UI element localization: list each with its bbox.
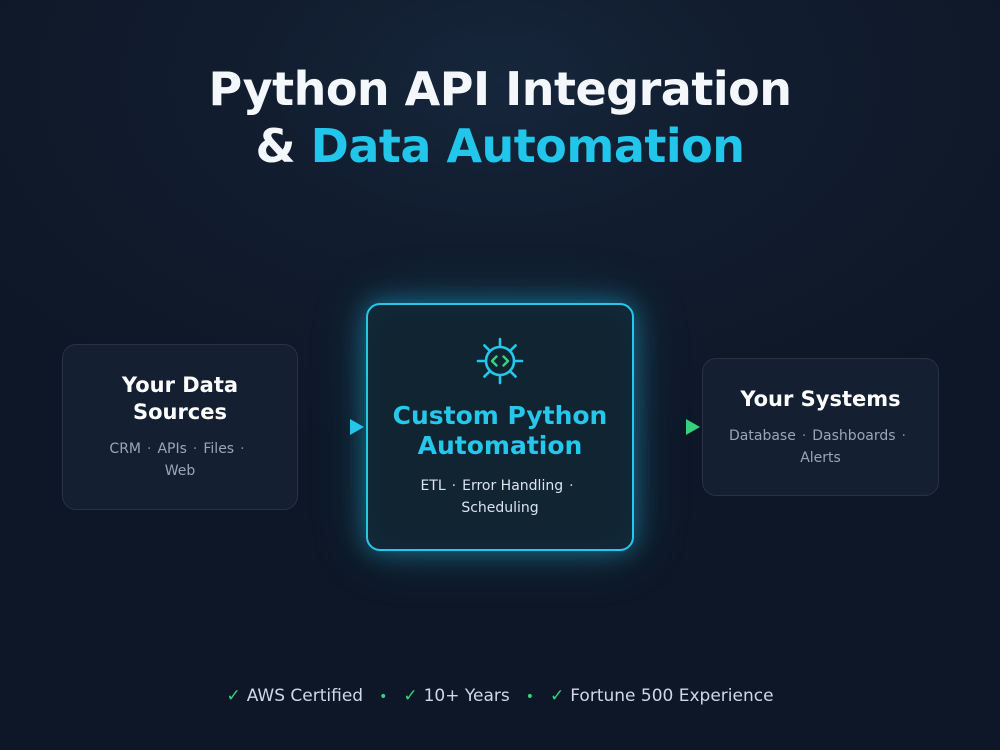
tag-item: CRM xyxy=(109,441,142,457)
tag-item: APIs xyxy=(157,441,187,457)
your-systems-tags: Database · Dashboards · Alerts xyxy=(699,425,942,469)
your-systems-card: Your Systems Database · Dashboards · Alerts xyxy=(702,358,939,496)
tag-item: Alerts xyxy=(800,449,841,466)
credentials-bar: ✓AWS Certified•✓10+ Years•✓Fortune 500 E… xyxy=(0,684,1000,709)
badge-fortune: ✓Fortune 500 Experience xyxy=(550,686,774,706)
tag-separator: · xyxy=(451,478,457,494)
automation-heading: Custom Python Automation xyxy=(393,401,608,461)
automation-tags: ETL·Error Handling·Scheduling xyxy=(390,475,609,519)
check-icon: ✓ xyxy=(226,686,241,706)
tag-item: Files xyxy=(203,441,235,457)
page-title-line-2: & Data Automation xyxy=(0,117,1000,175)
check-icon: ✓ xyxy=(403,686,418,706)
badge-label: AWS Certified xyxy=(246,686,364,706)
bullet-separator: • xyxy=(379,689,388,705)
tag-separator: · xyxy=(240,441,245,457)
your-systems-heading: Your Systems xyxy=(740,386,901,411)
tag-item: Scheduling xyxy=(461,500,539,516)
badge-label: 10+ Years xyxy=(423,686,510,706)
tag-separator: · xyxy=(147,441,152,457)
tag-separator: · xyxy=(801,427,807,444)
tag-item: Dashboards xyxy=(812,427,896,444)
gear-code-icon xyxy=(476,337,524,385)
tag-separator: · xyxy=(192,441,198,457)
data-sources-heading-line-1: Your Data xyxy=(121,373,239,397)
automation-card: Custom Python Automation ETL · Error Handl… xyxy=(366,303,634,551)
badge-label: Fortune 500 Experience xyxy=(570,686,774,706)
title-accent: Data Automation xyxy=(310,119,745,173)
tag-item: Database xyxy=(729,427,796,444)
title-ampersand: & xyxy=(255,119,296,173)
tag-item: ETL xyxy=(420,478,446,494)
automation-heading-line-1: Custom Python xyxy=(392,401,608,430)
data-sources-heading-line-2: Sources xyxy=(132,400,228,424)
data-sources-heading: Your Data Sources xyxy=(122,372,238,426)
flow-arrow-out-icon xyxy=(686,419,700,435)
flow-arrow-in-icon xyxy=(350,419,364,435)
data-sources-card: Your Data Sources CRM · APIs · Files · Web xyxy=(62,344,298,510)
check-icon: ✓ xyxy=(550,686,565,706)
page-title-line-1: Python API Integration xyxy=(208,62,792,116)
automation-heading-line-2: Automation xyxy=(417,431,583,460)
badge-years: ✓10+ Years xyxy=(403,686,509,706)
tag-separator: · xyxy=(901,427,906,444)
tag-separator: · xyxy=(569,478,574,494)
tag-item: Error Handling xyxy=(462,478,564,494)
tag-item: Web xyxy=(164,463,196,479)
data-sources-tags: CRM · APIs · Files · Web xyxy=(79,438,280,482)
bullet-separator: • xyxy=(525,689,534,705)
badge-aws: ✓AWS Certified xyxy=(226,686,363,706)
